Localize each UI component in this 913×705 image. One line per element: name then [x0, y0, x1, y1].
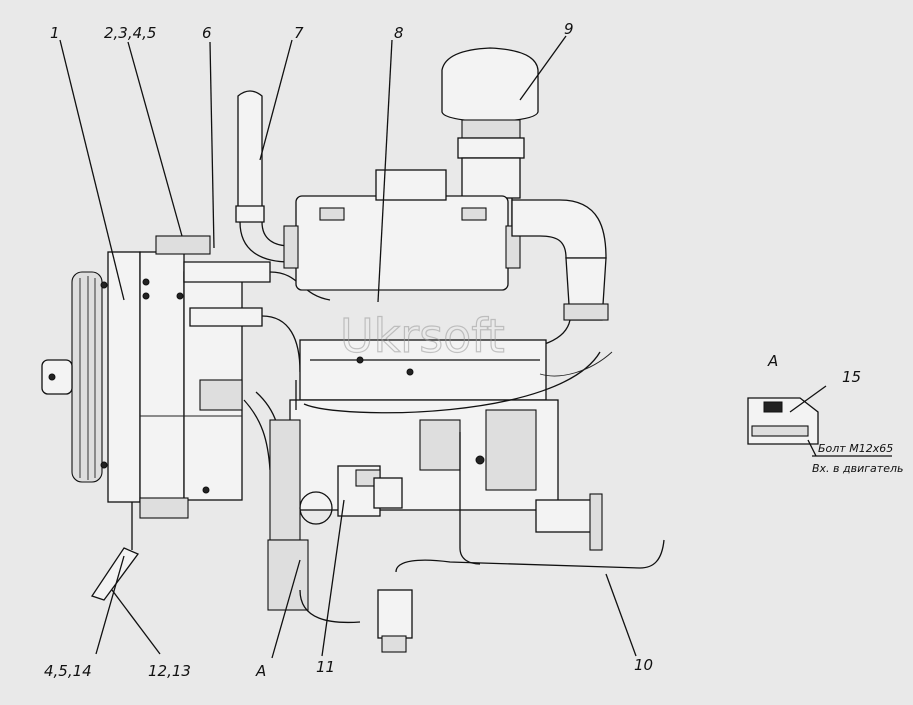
- air-cleaner: [441, 47, 539, 226]
- water-pump: [535, 499, 593, 533]
- exhaust-pipe: [235, 90, 291, 263]
- detail-a-section: [747, 397, 819, 445]
- callout-10: 10: [634, 656, 653, 674]
- fuel-filter: [377, 589, 413, 639]
- engine-block: [267, 339, 613, 611]
- callout-2-3-4-5: 2,3,4,5: [104, 24, 156, 42]
- radiator-top-bracket: [155, 235, 211, 255]
- support-lever: [90, 547, 140, 601]
- detail-a-title: A: [767, 352, 778, 370]
- radiator-fan-assembly: [41, 235, 243, 601]
- coolant-hoses: [183, 261, 331, 471]
- callout-8: 8: [394, 24, 404, 42]
- starter: [267, 539, 309, 611]
- leader-lines: [59, 35, 637, 659]
- callout-1: 1: [50, 24, 60, 42]
- watermark: Ukrsoft: [340, 309, 505, 363]
- intake-elbow: [499, 199, 609, 351]
- cylinder-head: [299, 339, 547, 401]
- radiator-frame: [139, 251, 185, 503]
- engine-entry-note: Вх. в двигатель: [812, 462, 903, 475]
- section-a-marker: A: [255, 662, 266, 680]
- detail-a-bolt: [751, 425, 809, 437]
- fan-hub: [41, 359, 73, 395]
- callout-9: 9: [564, 20, 574, 38]
- callout-11: 11: [316, 658, 335, 676]
- radiator-core: [107, 251, 141, 503]
- charge-cooler: [199, 379, 243, 411]
- callout-7: 7: [294, 24, 304, 42]
- detail-a: [747, 385, 892, 457]
- fuel-pipeline: [299, 432, 665, 653]
- callout-15: 15: [842, 368, 861, 386]
- callout-4-5-14: 4,5,14: [44, 662, 92, 680]
- fan-blades: [71, 271, 103, 483]
- bolt-note: Болт М12х65: [818, 442, 893, 455]
- radiator-bracket: [139, 497, 189, 519]
- callout-6: 6: [202, 24, 212, 42]
- callout-labels: 1 2,3,4,5 6 7 8 9 15 A A 4,5,14 12,13 11…: [44, 20, 903, 680]
- muffler: [283, 169, 521, 291]
- callout-12-13: 12,13: [148, 662, 191, 680]
